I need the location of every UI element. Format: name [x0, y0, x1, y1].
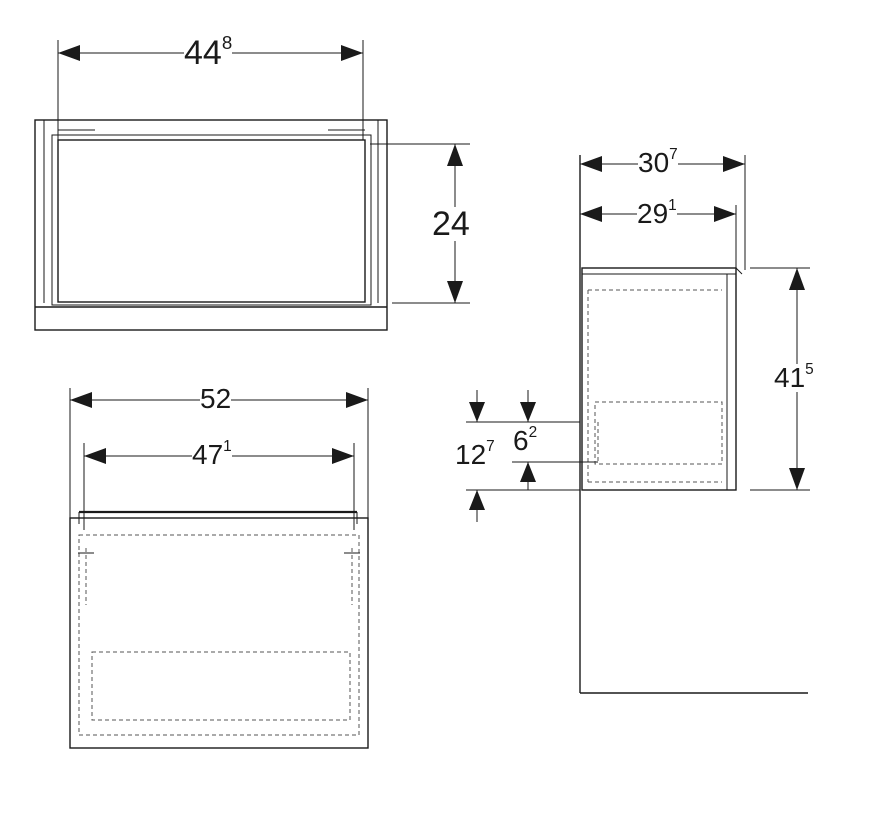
label-side-height-main: 41 — [774, 362, 806, 393]
front-view — [69, 388, 369, 749]
label-top-height: 24 — [432, 207, 470, 241]
label-front-inner-width: 471 — [192, 438, 232, 470]
label-front-inner-width-sup: 1 — [223, 438, 232, 455]
label-top-width-sup: 8 — [221, 32, 233, 53]
top-view-drawer-frame — [51, 134, 372, 306]
side-offset-b-arrow-bottom — [520, 462, 536, 482]
label-side-depth-inner-sup: 1 — [668, 197, 677, 214]
top-view-drawer — [57, 139, 366, 303]
label-side-depth-sup: 7 — [669, 146, 678, 163]
side-depth-inner-arrow-left — [580, 206, 602, 222]
side-view — [466, 155, 810, 694]
top-view-outer — [34, 119, 388, 331]
side-offset-a-arrow-top — [469, 402, 485, 422]
label-front-width-main: 52 — [200, 383, 232, 414]
top-view — [34, 40, 470, 331]
front-inner-arrow-left — [84, 448, 106, 464]
front-width-arrow-left — [70, 392, 92, 408]
side-view-cabinet — [581, 267, 737, 491]
label-side-offset-a-main: 12 — [455, 439, 487, 470]
side-offset-b-arrow-top — [520, 402, 536, 422]
side-depth-arrow-left — [580, 156, 602, 172]
top-height-arrow-top — [447, 144, 463, 166]
label-side-offset-b-main: 6 — [513, 425, 529, 456]
label-side-offset-b: 62 — [513, 424, 538, 456]
top-height-arrow-bottom — [447, 281, 463, 303]
side-height-arrow-top — [789, 268, 805, 290]
top-width-arrow-right — [341, 45, 363, 61]
label-front-inner-width-main: 47 — [192, 439, 224, 470]
side-depth-arrow-right — [723, 156, 745, 172]
label-side-depth: 307 — [638, 146, 678, 178]
side-view-drawer-dashed — [594, 401, 723, 465]
side-view-top-lip — [735, 267, 743, 275]
top-width-arrow-left — [58, 45, 80, 61]
label-side-height: 415 — [774, 361, 814, 393]
side-height-arrow-bottom — [789, 468, 805, 490]
label-side-offset-b-sup: 2 — [528, 424, 538, 441]
label-side-height-sup: 5 — [805, 361, 814, 378]
side-depth-inner-arrow-right — [714, 206, 736, 222]
label-side-offset-a-sup: 7 — [486, 438, 495, 455]
label-front-width: 52 — [200, 383, 232, 414]
label-side-depth-inner: 291 — [637, 197, 677, 229]
front-view-drawer-dashed — [91, 651, 351, 721]
front-inner-arrow-right — [332, 448, 354, 464]
label-side-offset-a: 127 — [455, 438, 495, 470]
side-offset-a-arrow-bottom — [469, 490, 485, 510]
label-side-depth-inner-main: 29 — [637, 198, 669, 229]
front-width-arrow-right — [346, 392, 368, 408]
label-top-width: 448 — [184, 33, 233, 72]
label-top-height-main: 24 — [432, 205, 470, 243]
front-view-body — [69, 517, 369, 749]
front-view-inner-dashed — [78, 534, 360, 736]
label-top-width-main: 44 — [184, 34, 222, 72]
label-side-depth-main: 30 — [638, 147, 670, 178]
